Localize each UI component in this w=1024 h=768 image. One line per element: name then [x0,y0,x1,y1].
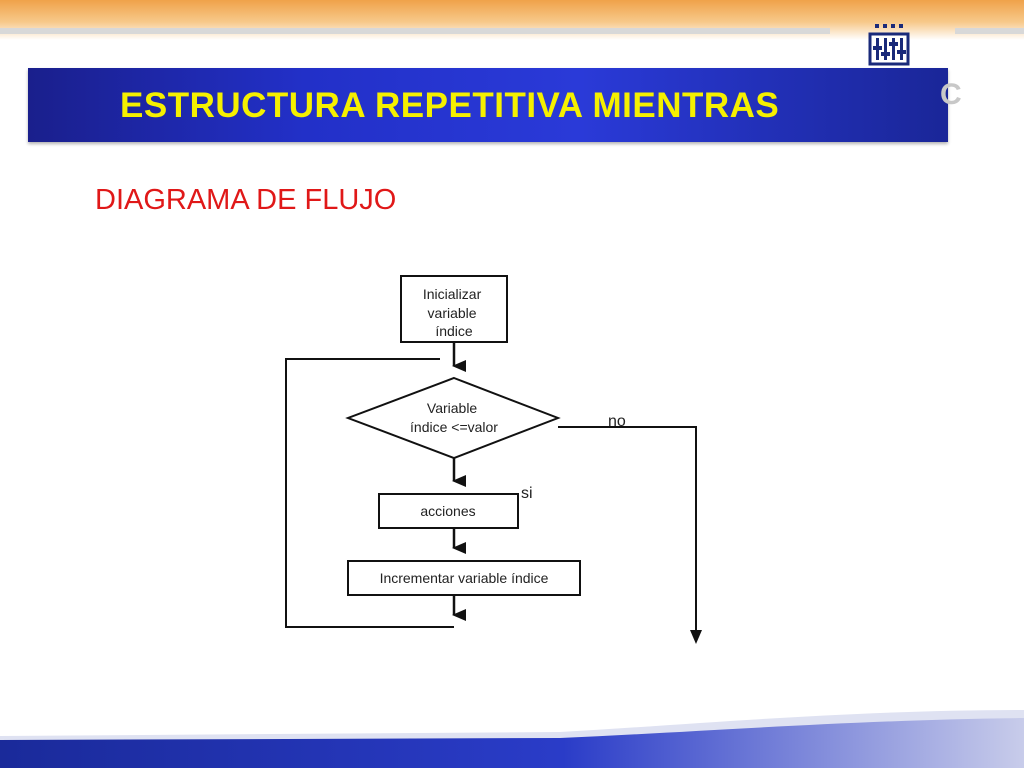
actions-box [378,493,519,529]
no-label: no [608,413,626,430]
top-divider-line [0,28,830,34]
top-divider-line-right [955,28,1024,34]
exit-arrowhead [690,630,702,644]
increment-text: Incrementar variable índice [380,570,549,586]
slide-title: ESTRUCTURA REPETITIVA MIENTRAS [120,86,780,125]
bottom-decorative-band [0,710,1024,768]
condition-diamond [345,376,561,460]
increment-box [347,560,581,596]
init-text: Inicializar variable índice [423,286,485,339]
logo-icon [868,24,910,66]
slide-subtitle: DIAGRAMA DE FLUJO [95,184,397,216]
yes-label: si [521,485,533,502]
no-branch-line [558,426,697,632]
condition-text: Variable índice <=valor [410,400,498,435]
loop-back-line [285,358,454,628]
ghost-letter: C [940,78,962,111]
actions-text: acciones [420,503,475,519]
init-box [400,275,508,343]
title-bar: ESTRUCTURA REPETITIVA MIENTRAS [28,68,948,142]
